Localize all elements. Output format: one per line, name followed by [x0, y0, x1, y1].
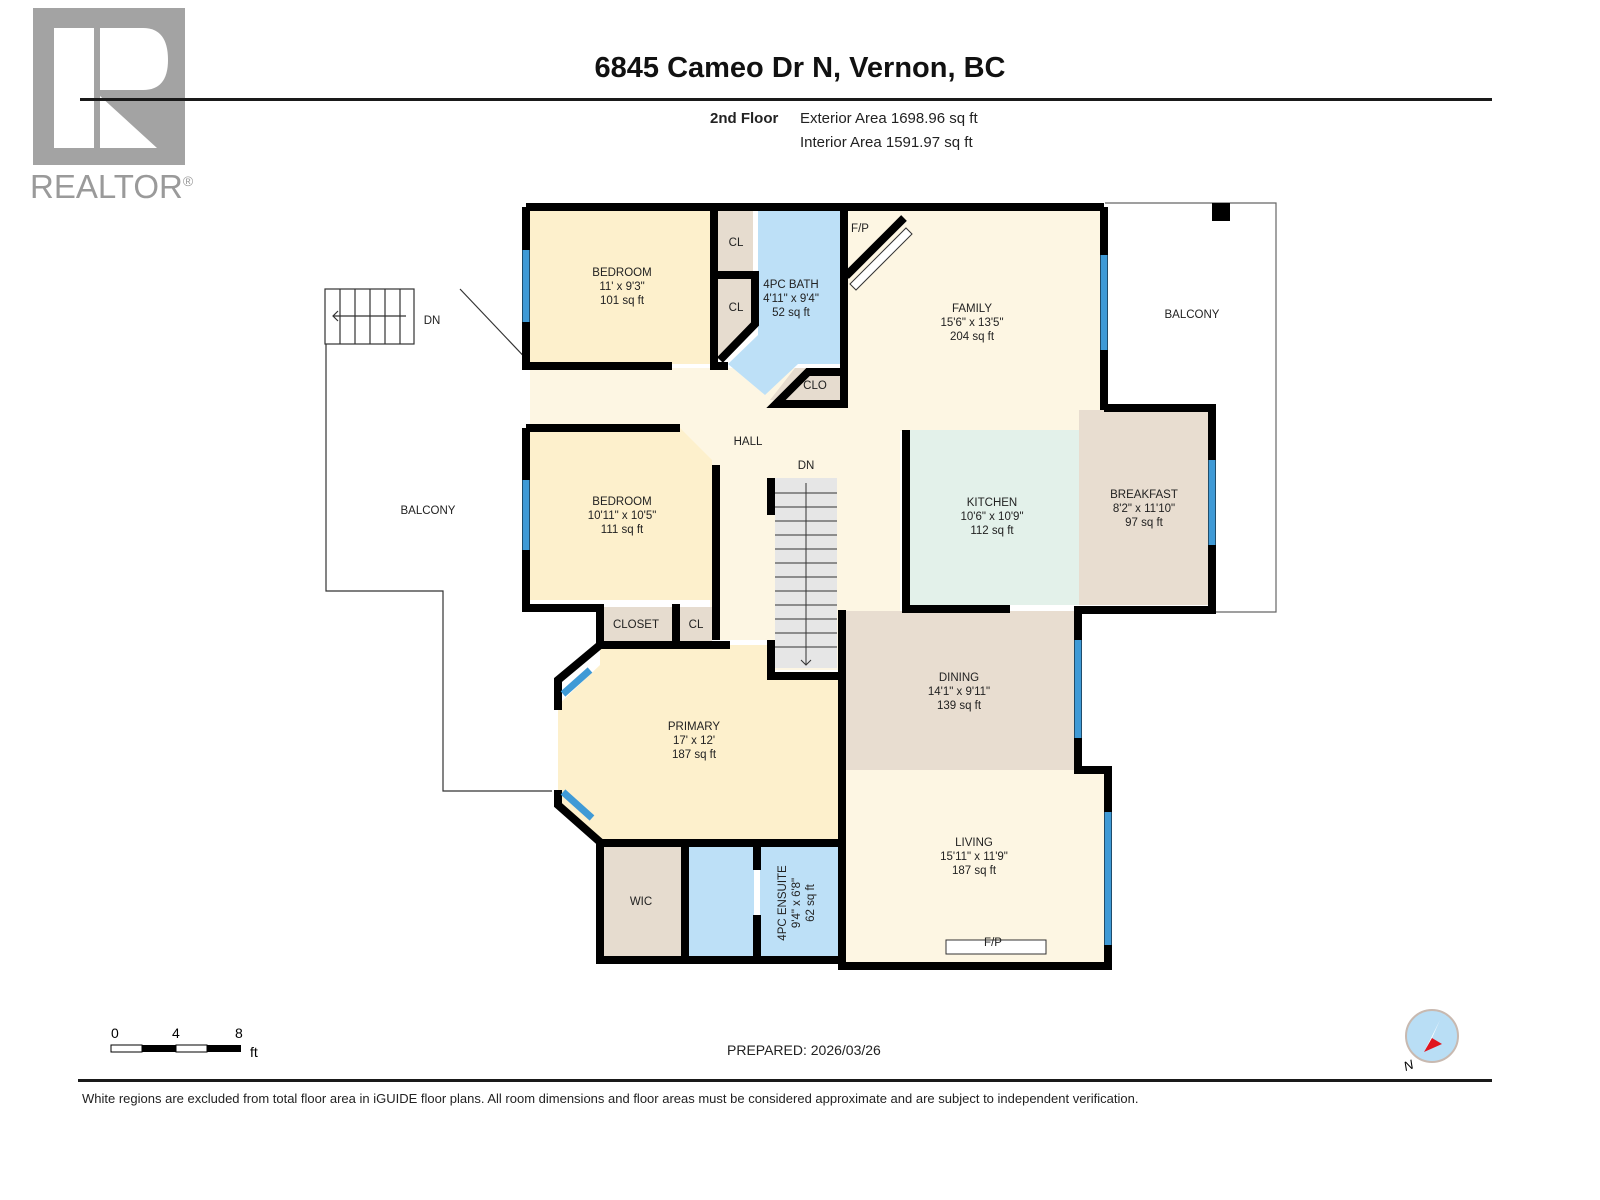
svg-text:BALCONY: BALCONY [1165, 309, 1220, 321]
scale-bar: 0 4 8 ft [108, 1024, 268, 1064]
svg-text:112 sq ft: 112 sq ft [970, 525, 1014, 537]
svg-text:CL: CL [689, 619, 704, 631]
realtor-wordmark: REALTOR® [30, 168, 194, 205]
svg-text:8'2" x 11'10": 8'2" x 11'10" [1113, 503, 1175, 515]
svg-text:LIVING: LIVING [955, 837, 993, 849]
svg-text:CLOSET: CLOSET [613, 619, 659, 631]
svg-text:9'4" x 6'8": 9'4" x 6'8" [791, 878, 803, 928]
svg-text:8: 8 [235, 1025, 243, 1041]
svg-text:4: 4 [172, 1025, 180, 1041]
svg-text:0: 0 [111, 1025, 119, 1041]
room-bedroom-2 [530, 428, 712, 600]
room-kitchen [906, 430, 1079, 605]
balcony-right [1105, 202, 1277, 613]
svg-text:KITCHEN: KITCHEN [967, 497, 1017, 509]
svg-text:DN: DN [424, 315, 441, 327]
svg-text:PRIMARY: PRIMARY [668, 721, 721, 733]
exterior-area: Exterior Area 1698.96 sq ft [800, 110, 978, 127]
room-ensuite-a [688, 846, 754, 956]
svg-text:BEDROOM: BEDROOM [592, 267, 651, 279]
room-living [845, 770, 1104, 963]
room-wic [601, 846, 683, 956]
svg-text:14'1" x 9'11": 14'1" x 9'11" [928, 686, 990, 698]
svg-text:17' x 12': 17' x 12' [673, 735, 715, 747]
svg-text:DN: DN [798, 460, 815, 472]
svg-text:11' x 9'3": 11' x 9'3" [599, 281, 644, 293]
svg-text:DINING: DINING [939, 672, 979, 684]
svg-text:FAMILY: FAMILY [952, 303, 992, 315]
svg-text:10'11" x 10'5": 10'11" x 10'5" [588, 510, 657, 522]
header-divider [80, 98, 1492, 101]
svg-text:CLO: CLO [803, 380, 827, 392]
svg-text:ft: ft [250, 1044, 258, 1060]
page-title: 6845 Cameo Dr N, Vernon, BC [594, 52, 1006, 84]
svg-text:101 sq ft: 101 sq ft [600, 295, 645, 307]
svg-text:F/P: F/P [984, 937, 1002, 949]
balcony-left [324, 288, 552, 792]
svg-text:WIC: WIC [630, 896, 652, 908]
room-bedroom-1 [530, 211, 714, 364]
floor-label: 2nd Floor [710, 110, 779, 127]
svg-text:204 sq ft: 204 sq ft [950, 331, 995, 343]
svg-text:139 sq ft: 139 sq ft [937, 700, 982, 712]
disclaimer: White regions are excluded from total fl… [82, 1091, 1139, 1106]
svg-text:15'6" x 13'5": 15'6" x 13'5" [940, 317, 1003, 329]
room-dining [845, 611, 1074, 770]
svg-text:N: N [1402, 1056, 1417, 1074]
svg-text:52 sq ft: 52 sq ft [772, 307, 811, 319]
footer-divider [78, 1079, 1492, 1082]
svg-text:CL: CL [729, 237, 744, 249]
svg-text:BALCONY: BALCONY [401, 505, 456, 517]
svg-text:4PC BATH: 4PC BATH [763, 279, 818, 291]
realtor-logo-icon [33, 8, 185, 165]
room-4pc-bath [728, 211, 840, 395]
svg-text:10'6" x 10'9": 10'6" x 10'9" [960, 511, 1023, 523]
svg-text:15'11" x 11'9": 15'11" x 11'9" [940, 851, 1008, 863]
room-breakfast [1079, 410, 1212, 605]
windows [522, 250, 1216, 945]
room-primary [558, 645, 840, 840]
compass-icon: N [1400, 1008, 1460, 1074]
svg-text:F/P: F/P [851, 223, 869, 235]
room-labels: BEDROOM 11' x 9'3" 101 sq ft 4PC BATH 4'… [401, 223, 1220, 949]
svg-text:BREAKFAST: BREAKFAST [1110, 489, 1178, 501]
svg-text:97 sq ft: 97 sq ft [1125, 517, 1164, 529]
svg-text:4PC ENSUITE: 4PC ENSUITE [777, 865, 789, 941]
svg-text:62 sq ft: 62 sq ft [805, 883, 817, 922]
svg-text:187 sq ft: 187 sq ft [952, 865, 997, 877]
svg-text:4'11" x 9'4": 4'11" x 9'4" [763, 293, 819, 305]
svg-text:HALL: HALL [734, 436, 763, 448]
svg-text:CL: CL [729, 302, 744, 314]
svg-text:187 sq ft: 187 sq ft [672, 749, 717, 761]
prepared-date: PREPARED: 2026/03/26 [727, 1042, 881, 1058]
svg-text:111 sq ft: 111 sq ft [601, 524, 644, 536]
room-ensuite-b [760, 846, 840, 956]
interior-area: Interior Area 1591.97 sq ft [800, 134, 973, 151]
svg-text:BEDROOM: BEDROOM [592, 496, 651, 508]
